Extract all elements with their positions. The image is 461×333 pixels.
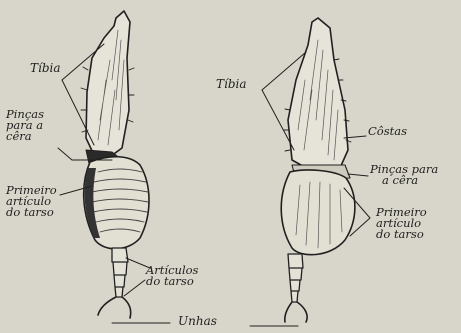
left-leg [81, 11, 149, 318]
left-pincas-line-3: cêra [6, 131, 44, 142]
right-primeiro-line-3: do tarso [376, 229, 427, 240]
right-pincas-label: Pinças para a cêra [370, 164, 438, 186]
left-articulos-label: Artículos do tarso [146, 265, 198, 287]
right-tarsus-segments [288, 254, 303, 302]
left-articulos-line-2: do tarso [146, 276, 198, 287]
left-tibia-shape [86, 11, 130, 156]
left-tibia-label: Tíbia [30, 63, 61, 74]
right-pincas-line-2: a cêra [370, 175, 438, 186]
left-primeiro-line-3: do tarso [6, 207, 57, 218]
left-primeiro-label: Primeiro artículo do tarso [6, 185, 57, 218]
right-primeiro-label: Primeiro artículo do tarso [376, 207, 427, 240]
right-claws [285, 302, 307, 322]
left-tarsus-segments [112, 248, 128, 297]
right-costas-label: Côstas [368, 126, 407, 137]
right-tibia-label: Tíbia [216, 79, 247, 90]
unhas-label: Unhas [178, 316, 217, 327]
left-pincas-label: Pinças para a cêra [6, 109, 44, 142]
left-claws [98, 297, 131, 318]
